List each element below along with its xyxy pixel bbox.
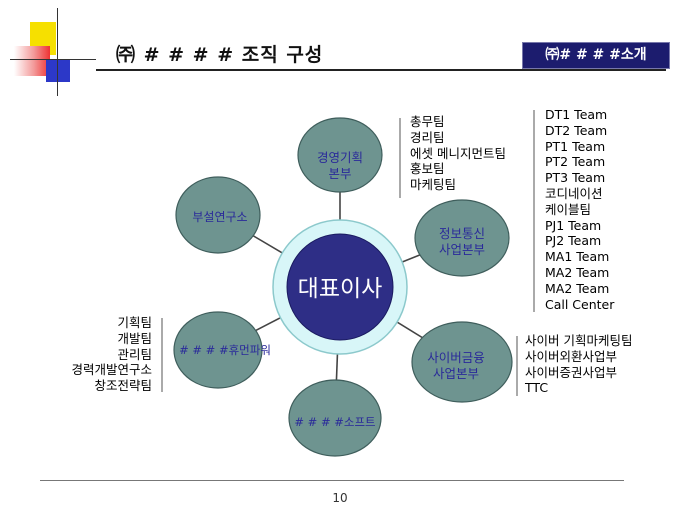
node-soft-label: # # # #소프트 bbox=[294, 415, 375, 429]
list-item: Call Center bbox=[545, 296, 615, 312]
section-badge: ㈜# # # #소개 bbox=[522, 42, 670, 69]
list-item: 홍보팀 bbox=[410, 161, 445, 177]
list-item: 사이버 기획마케팅팀 bbox=[525, 333, 633, 348]
list-item: 창조전략팀 bbox=[94, 378, 152, 394]
list-item: PT2 Team bbox=[545, 154, 606, 170]
page-title: ㈜ # # # # 조직 구성 bbox=[116, 44, 324, 66]
node-lab: 부설연구소 bbox=[175, 176, 261, 254]
node-cyberfin: 사이버금융 사업본부 bbox=[411, 321, 513, 403]
list-item: MA1 Team bbox=[545, 249, 610, 265]
list-item: MA2 Team bbox=[545, 264, 610, 280]
node-lab-label: 부설연구소 bbox=[192, 210, 247, 224]
list-item: DT1 Team bbox=[545, 107, 608, 122]
node-infocomm: 정보통신 사업본부 bbox=[414, 199, 510, 277]
list-planning: 총무팀 경리팀 에셋 메니지먼트팀 홍보팀 마케팅팀 bbox=[410, 114, 506, 193]
list-humen: 기획팀 개발팀 관리팀 경력개발연구소 창조전략팀 bbox=[40, 315, 152, 394]
list-infocomm: DT1 Team DT2 Team PT1 Team PT2 Team PT3 … bbox=[545, 107, 614, 312]
center-circle bbox=[286, 233, 394, 341]
list-item: MA2 Team bbox=[545, 280, 610, 296]
list-item: 관리팀 bbox=[117, 346, 152, 362]
list-item: 케이블팀 bbox=[545, 201, 592, 217]
list-item: PT1 Team bbox=[545, 138, 606, 154]
list-item: 에셋 메니지먼트팀 bbox=[410, 145, 506, 161]
list-item: 사이버외환사업부 bbox=[525, 348, 618, 364]
node-planning: 경영기획 본부 bbox=[297, 117, 383, 193]
node-soft: # # # #소프트 bbox=[288, 379, 382, 457]
page-number: 10 bbox=[332, 491, 348, 505]
list-item: TTC bbox=[525, 380, 549, 396]
node-infocomm-line2: 사업본부 bbox=[439, 242, 485, 257]
list-item: 코디네이션 bbox=[545, 185, 603, 201]
node-planning-line1: 경영기획 bbox=[317, 150, 363, 165]
bracket-lines bbox=[161, 110, 535, 396]
node-infocomm-line1: 정보통신 bbox=[439, 226, 485, 241]
list-item: 경력개발연구소 bbox=[71, 362, 152, 378]
node-cyberfin-line2: 사업본부 bbox=[433, 366, 479, 381]
title-underline bbox=[96, 69, 666, 71]
list-item: 총무팀 bbox=[410, 114, 445, 129]
list-item: 기획팀 bbox=[117, 315, 152, 330]
list-item: PJ1 Team bbox=[545, 217, 602, 233]
footer-divider bbox=[40, 480, 624, 481]
list-item: 경리팀 bbox=[410, 129, 445, 145]
node-cyberfin-line1: 사이버금융 bbox=[427, 350, 485, 365]
list-item: 개발팀 bbox=[117, 330, 152, 346]
corner-blue-square bbox=[46, 60, 70, 82]
list-item: PT3 Team bbox=[545, 170, 606, 186]
list-item: DT2 Team bbox=[545, 122, 608, 138]
center-label: 대표이사 bbox=[298, 276, 383, 302]
node-humen: # # # #휴먼파워 bbox=[173, 311, 271, 389]
corner-vertical-line bbox=[57, 8, 58, 96]
list-item: PJ2 Team bbox=[545, 233, 602, 249]
node-humen-label: # # # #휴먼파워 bbox=[179, 343, 271, 357]
corner-red-square bbox=[14, 46, 50, 76]
list-cyberfin: 사이버 기획마케팅팀 사이버외환사업부 사이버증권사업부 TTC bbox=[525, 333, 632, 396]
list-item: 사이버증권사업부 bbox=[525, 364, 618, 380]
list-item: 마케팅팀 bbox=[410, 177, 457, 193]
corner-horizontal-line bbox=[10, 59, 96, 60]
node-planning-line2: 본부 bbox=[328, 166, 351, 181]
